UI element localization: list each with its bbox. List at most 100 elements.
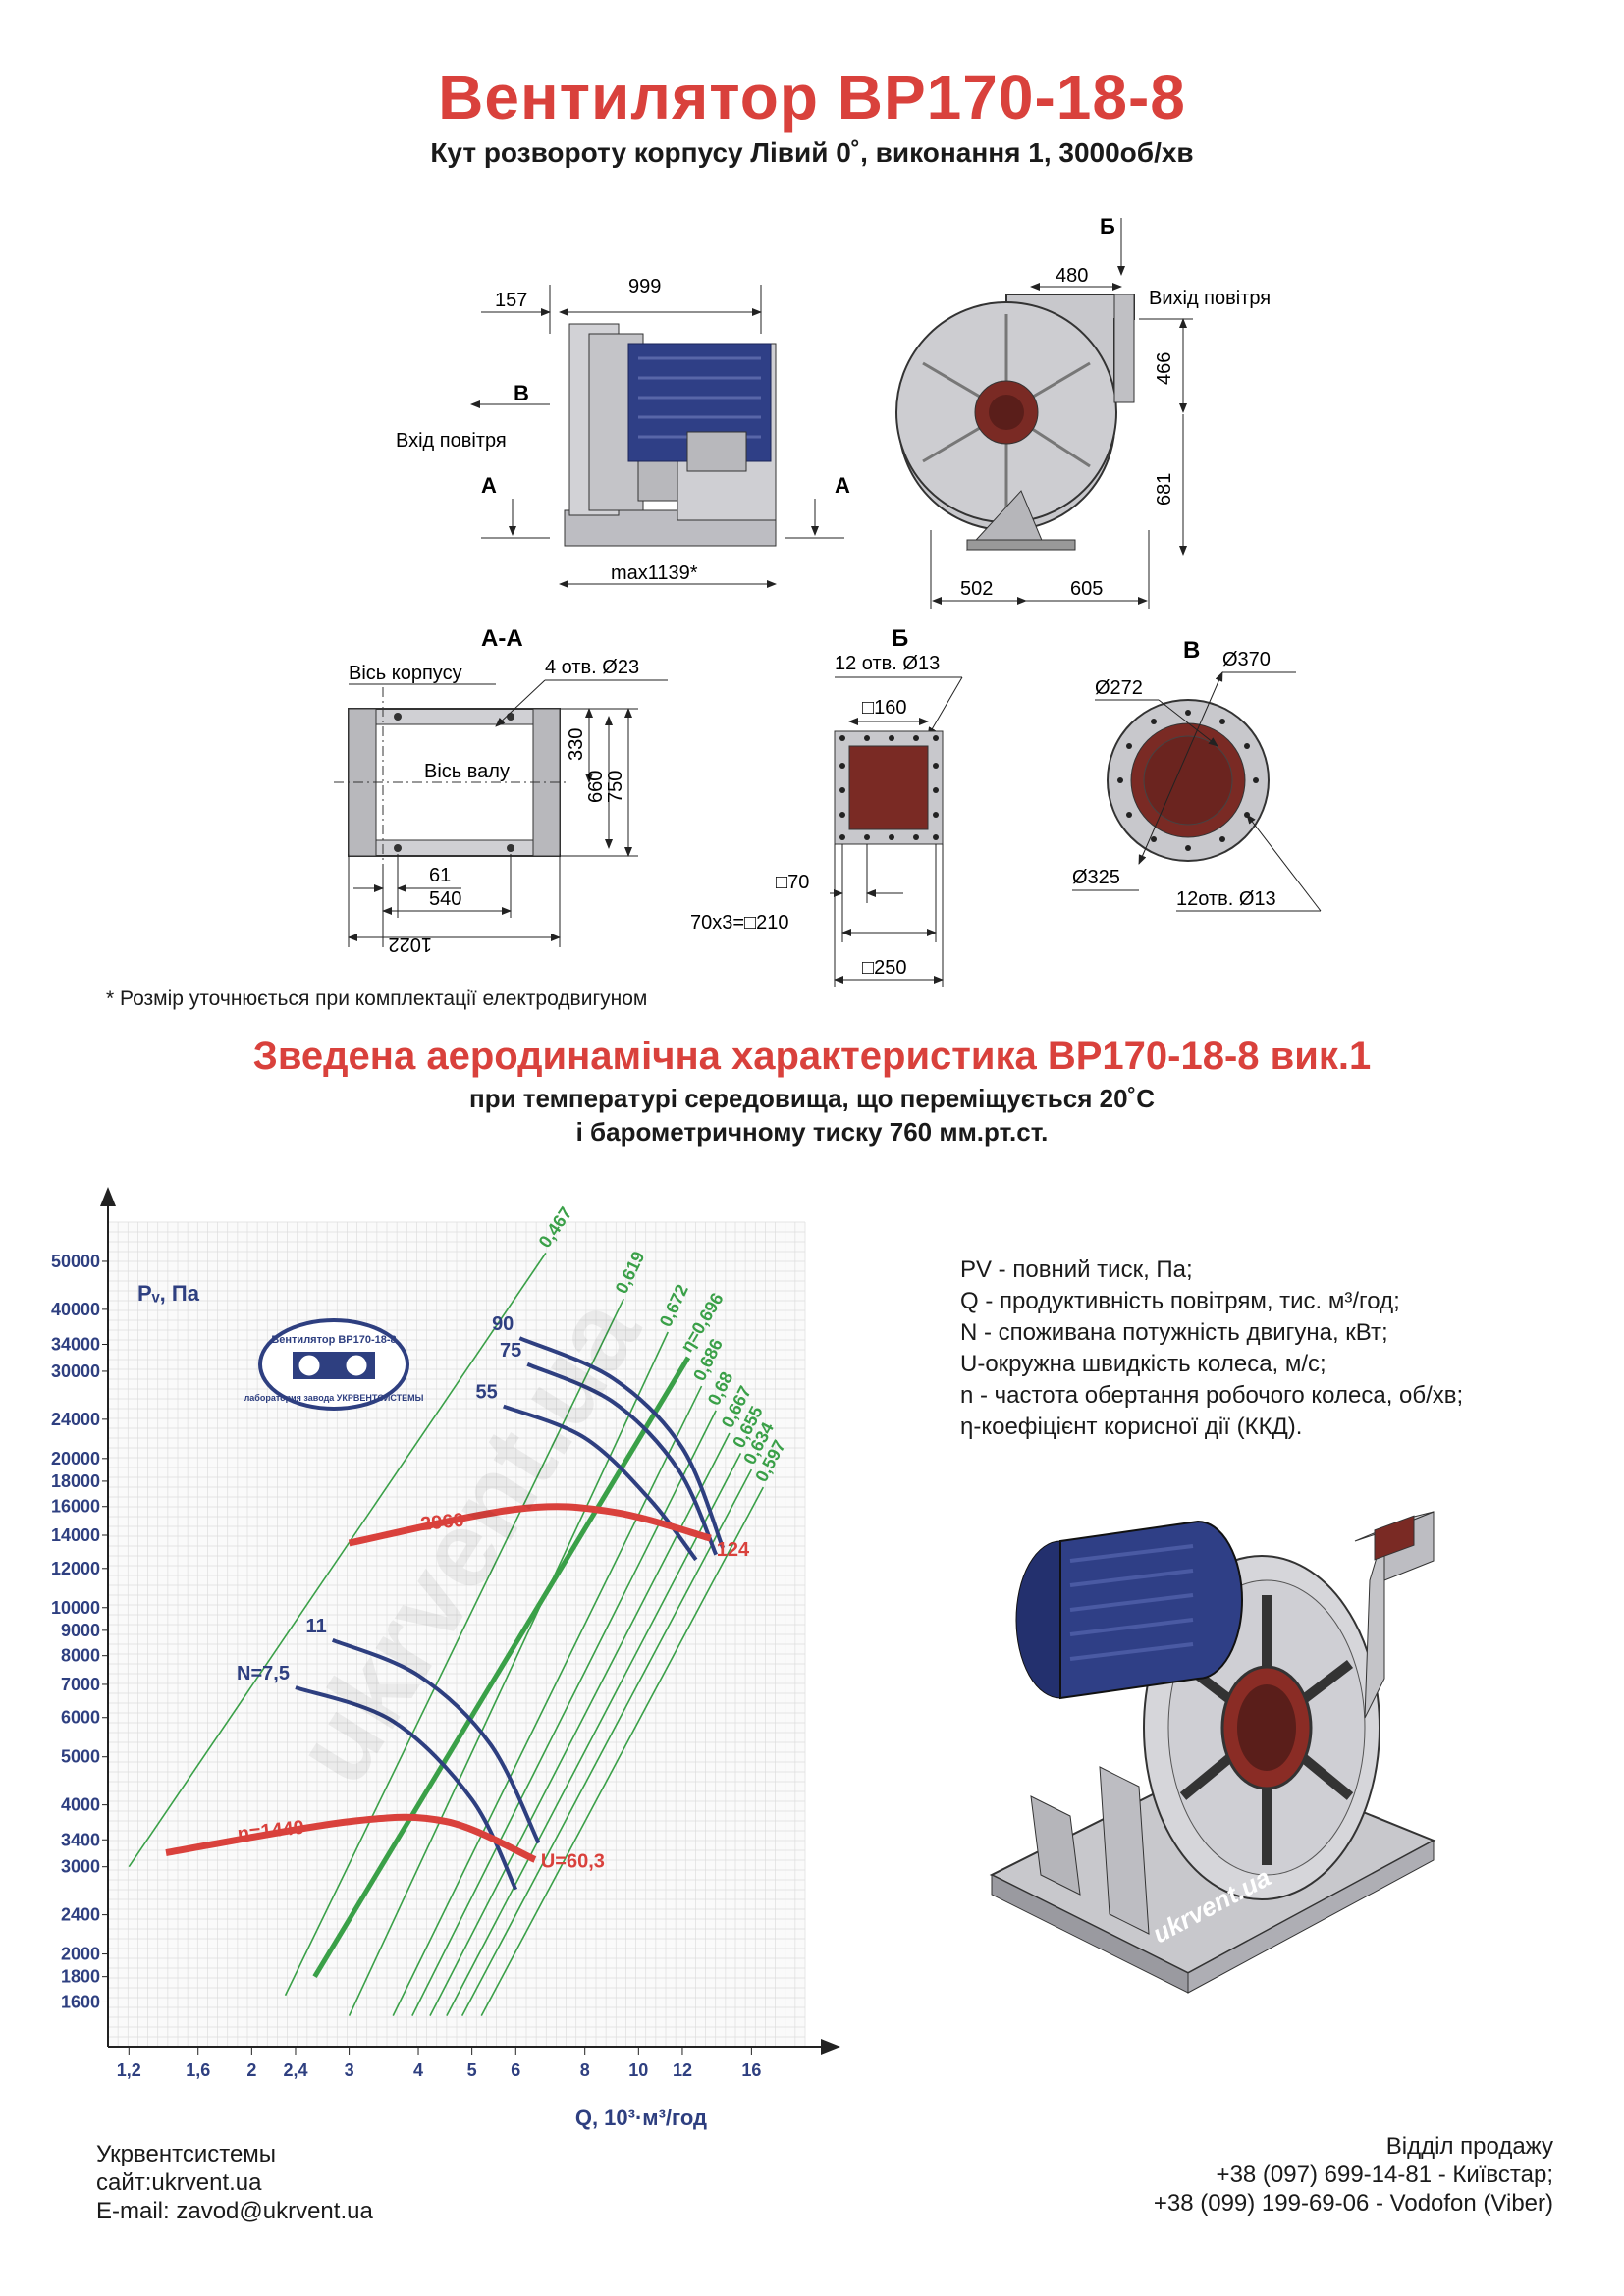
d325: Ø325	[1072, 867, 1120, 888]
x-tick-label: 1,6	[186, 2060, 210, 2080]
y-tick-label: 1800	[61, 1967, 100, 1987]
condition-pressure: і барометричному тиску 760 мм.рт.ст.	[575, 1117, 1049, 1147]
y-tick-label: 18000	[51, 1471, 100, 1491]
company-site[interactable]: сайт:ukrvent.ua	[96, 2169, 262, 2196]
sales-phone-1[interactable]: +38 (097) 699-14-81 - Київстар;	[1216, 2162, 1553, 2188]
badge-line-2: лаборатория завода УКРВЕНТСИСТЕМЫ	[244, 1393, 424, 1403]
speed-curve-label: 2960	[419, 1510, 465, 1536]
page-subtitle: Кут розвороту корпусу Лівий 0˚, виконанн…	[430, 137, 1194, 168]
y-tick-label: 8000	[61, 1646, 100, 1666]
company-email[interactable]: E-mail: zavod@ukrvent.ua	[96, 2198, 373, 2224]
power-curve-label: N=7,5	[237, 1663, 290, 1684]
side-view: 157 999 max1139* В Вхід повітря А А	[396, 276, 850, 588]
dim-157: 157	[495, 290, 527, 311]
power-curve	[295, 1685, 518, 1891]
holes-b: 12 отв. Ø13	[835, 653, 940, 674]
view-b: Б 12 отв. Ø13 □160 □70 70x3=□210 □250	[690, 625, 963, 987]
x-tick-label: 6	[511, 2060, 520, 2080]
x-tick-label: 2,4	[283, 2060, 307, 2080]
dim-660: 660	[585, 771, 607, 803]
view-b-title: Б	[892, 625, 908, 652]
dim-max: max1139*	[611, 562, 698, 584]
efficiency-line	[392, 1385, 703, 2016]
dim-750: 750	[605, 771, 626, 803]
legend-pv: PV - повний тиск, Па;	[960, 1256, 1193, 1283]
x-tick-label: 12	[673, 2060, 692, 2080]
legend-n: N - споживана потужність двигуна, кВт;	[960, 1319, 1388, 1346]
y-tick-label: 5000	[61, 1747, 100, 1767]
x-tick-label: 3	[345, 2060, 354, 2080]
x-tick-label: 8	[580, 2060, 590, 2080]
y-tick-label: 50000	[51, 1252, 100, 1271]
holes-v: 12отв. Ø13	[1176, 888, 1276, 910]
dim-sq160: □160	[862, 697, 906, 719]
axis-body-label: Вісь корпусу	[349, 663, 462, 684]
speed-curve	[348, 1503, 712, 1547]
legend-q: Q - продуктивність повітрям, тис. м³/год…	[960, 1288, 1400, 1314]
y-tick-label: 20000	[51, 1449, 100, 1468]
sales-block: Відділ продажу +38 (097) 699-14-81 - Киї…	[1154, 2132, 1553, 2217]
dim-pitch: 70x3=□210	[690, 912, 789, 934]
dim-1022: 1022	[389, 934, 433, 955]
x-axis-label: Q, 10³·м³/год	[575, 2106, 707, 2130]
y-tick-label: 30000	[51, 1362, 100, 1381]
company-name: Укрвентсистемы	[96, 2141, 277, 2167]
speed-curve	[165, 1813, 537, 1863]
dim-502: 502	[960, 578, 993, 600]
sales-phone-2[interactable]: +38 (099) 199-69-06 - Vodofon (Viber)	[1153, 2190, 1553, 2216]
dim-sq250: □250	[862, 957, 906, 979]
y-tick-label: 16000	[51, 1497, 100, 1517]
label-a-right: А	[835, 473, 850, 498]
dim-466: 466	[1154, 352, 1175, 385]
efficiency-line	[411, 1410, 717, 2016]
dim-480: 480	[1056, 265, 1088, 287]
dim-999: 999	[628, 276, 661, 297]
y-tick-label: 2000	[61, 1945, 100, 1964]
y-tick-label: 4000	[61, 1795, 100, 1815]
y-tick-label: 7000	[61, 1675, 100, 1694]
x-tick-label: 16	[741, 2060, 761, 2080]
dim-681: 681	[1154, 473, 1175, 506]
label-section-v: В	[514, 381, 529, 405]
power-curve	[518, 1336, 726, 1549]
efficiency-line	[460, 1468, 753, 2017]
u-speed-label: U=60,3	[541, 1851, 605, 1873]
page-title: Вентилятор ВР170-18-8	[438, 62, 1186, 133]
holes-aa: 4 отв. Ø23	[545, 657, 639, 678]
efficiency-line	[312, 1356, 691, 1978]
dim-540: 540	[429, 888, 461, 910]
chart-axes: 1600180020002400300034004000500060007000…	[51, 1187, 840, 2080]
y-tick-label: 14000	[51, 1525, 100, 1545]
y-axis-arrow	[100, 1187, 116, 1206]
sales-title: Відділ продажу	[1385, 2133, 1553, 2160]
label-a-left: А	[481, 473, 497, 498]
chart-badge: Вентилятор ВР170-18-8 лаборатория завода…	[244, 1318, 424, 1411]
y-tick-label: 3400	[61, 1830, 100, 1849]
dim-61: 61	[429, 865, 451, 886]
u-max-label: 124	[717, 1539, 750, 1561]
y-tick-label: 1600	[61, 1992, 100, 2011]
y-tick-label: 12000	[51, 1559, 100, 1578]
y-tick-label: 9000	[61, 1621, 100, 1640]
section-title: Зведена аеродинамічна характеристика ВР1…	[252, 1035, 1372, 1078]
d272: Ø272	[1095, 677, 1143, 699]
footnote: * Розмір уточнюється при комплектації ел…	[106, 988, 648, 1010]
legend-rpm: n - частота обертання робочого колеса, о…	[960, 1382, 1464, 1409]
y-tick-label: 40000	[51, 1300, 100, 1319]
x-tick-label: 1,2	[117, 2060, 141, 2080]
inlet-label: Вхід повітря	[396, 430, 507, 452]
x-tick-label: 4	[413, 2060, 423, 2080]
power-curve-label: 55	[475, 1382, 497, 1404]
efficiency-line	[348, 1331, 669, 2016]
aerodynamic-chart: 0,4670,6190,672η=0,6960,6860,680,6670,65…	[51, 1187, 840, 2130]
y-axis-label: Pᵥ, Па	[137, 1281, 200, 1306]
technical-drawings: 157 999 max1139* В Вхід повітря А А Б 48…	[334, 214, 1322, 987]
y-tick-label: 24000	[51, 1410, 100, 1429]
company-block: Укрвентсистемы сайт:ukrvent.ua E-mail: z…	[96, 2140, 373, 2225]
y-tick-label: 3000	[61, 1857, 100, 1877]
dim-sq70: □70	[776, 872, 809, 893]
legend-eta: η-коефіцієнт корисної дії (ККД).	[960, 1414, 1303, 1440]
outlet-label: Вихід повітря	[1149, 288, 1271, 309]
power-curve-label: 90	[492, 1313, 514, 1335]
y-tick-label: 34000	[51, 1335, 100, 1355]
